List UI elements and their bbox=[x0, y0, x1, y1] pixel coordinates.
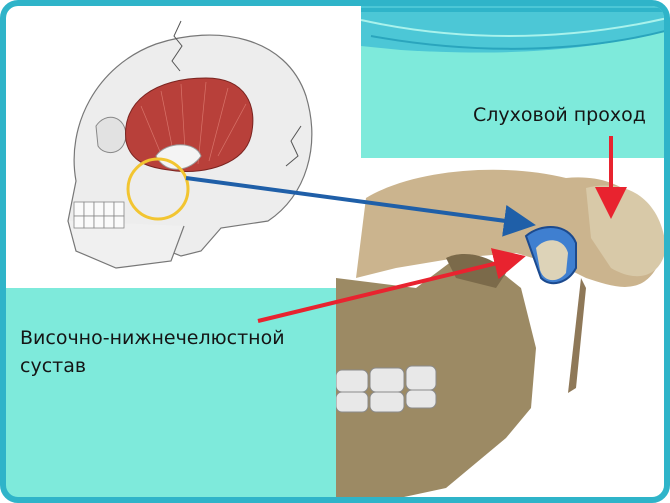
tmj-label-line1: Височно-нижнечелюстной bbox=[20, 327, 285, 349]
red-arrow-tmj bbox=[257, 248, 526, 323]
wave-decoration bbox=[361, 6, 664, 53]
skull-image-panel bbox=[6, 6, 361, 288]
highlight-circle bbox=[126, 157, 190, 221]
arrows-overlay bbox=[185, 136, 627, 323]
blue-arrow bbox=[185, 176, 536, 237]
ear-canal-label: Слуховой проход bbox=[473, 104, 646, 126]
jaw-closeup-illustration bbox=[335, 169, 664, 497]
skull-lateral-drawing bbox=[67, 20, 313, 269]
tmj-label: Височно-нижнечелюстной сустав bbox=[20, 324, 285, 380]
tmj-label-line2: сустав bbox=[20, 355, 87, 377]
